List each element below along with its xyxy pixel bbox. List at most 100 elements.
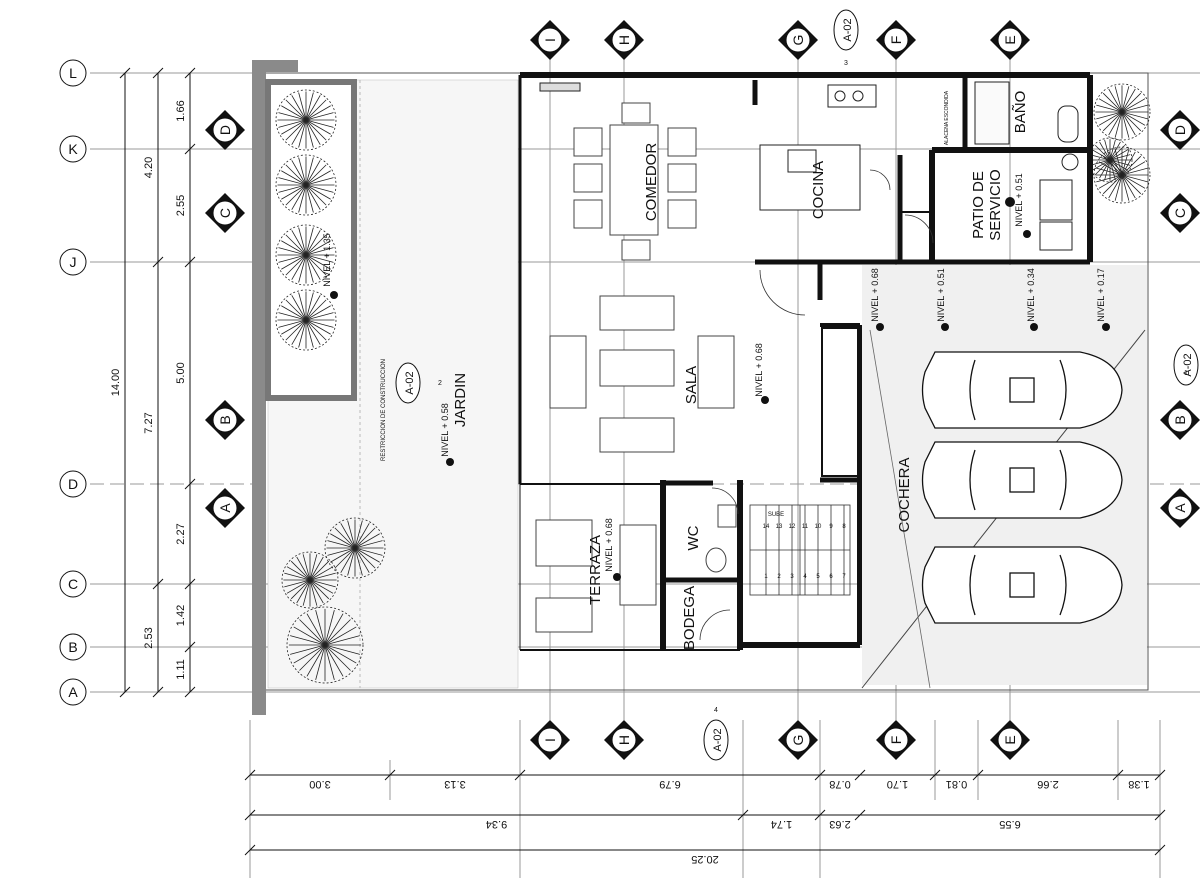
section-marker-left-c-label: C bbox=[217, 208, 233, 218]
section-tag-bottom bbox=[703, 719, 729, 761]
dim-cols-1-label: 1.38 bbox=[1128, 778, 1149, 790]
row-bubble-label: D bbox=[68, 476, 78, 492]
dim-cols-1-label: 2.66 bbox=[1037, 778, 1058, 790]
dim-cols-2-label: 1.74 bbox=[771, 818, 792, 830]
column-marker-top-i-label: I bbox=[542, 38, 558, 42]
section-tag-right bbox=[1173, 344, 1199, 386]
dim-cols-1-label: 6.79 bbox=[659, 778, 680, 790]
row-bubble-a bbox=[59, 678, 87, 706]
row-bubble-d bbox=[59, 470, 87, 498]
section-tag-garden bbox=[395, 362, 421, 404]
column-marker-top-h-label: H bbox=[616, 35, 632, 45]
row-bubble-label: J bbox=[70, 254, 77, 270]
stair-number: 12 bbox=[789, 524, 796, 530]
shower-icon bbox=[974, 81, 1010, 145]
column-marker-top-g-label: G bbox=[790, 35, 806, 46]
section-marker-left-a-label: A bbox=[217, 503, 233, 513]
stair-number: 14 bbox=[763, 524, 770, 530]
dim-cols-2-label: 6.55 bbox=[999, 818, 1020, 830]
stair-number: 8 bbox=[842, 524, 846, 530]
kitchen-fixtures bbox=[539, 81, 1079, 251]
dim-rows-inner-label: 2.55 bbox=[175, 195, 187, 216]
sofa bbox=[599, 417, 675, 453]
toilet-icon bbox=[1057, 105, 1079, 143]
property-wall-left bbox=[252, 60, 266, 715]
dim-rows-inner-label: 1.42 bbox=[175, 605, 187, 626]
dim-rows-inner-label: 5.00 bbox=[175, 362, 187, 383]
terrace-sofa bbox=[535, 519, 593, 567]
stair-number: 5 bbox=[816, 574, 820, 580]
label-restriccion: RESTRICCION DE CONSTRUCCION bbox=[381, 359, 387, 461]
doors bbox=[699, 169, 934, 641]
section-marker-left-d-label: D bbox=[217, 125, 233, 135]
label-sala: SALA bbox=[683, 366, 700, 404]
row-bubble-label: K bbox=[68, 141, 78, 157]
stair-number: 9 bbox=[829, 524, 833, 530]
row-bubble-label: L bbox=[69, 65, 77, 81]
car-icon bbox=[921, 441, 1123, 519]
sofa bbox=[549, 335, 587, 409]
level-garage-3: NIVEL + 0.34 bbox=[1026, 268, 1036, 321]
section-tags: A-02 3 A-02 1 A-02 4 A-02 2 bbox=[395, 9, 1199, 761]
svg-text:2: 2 bbox=[438, 380, 442, 387]
row-bubble-b bbox=[59, 633, 87, 661]
label-cochera: COCHERA bbox=[896, 457, 913, 532]
svg-text:3: 3 bbox=[844, 60, 848, 67]
stair-number: 10 bbox=[815, 524, 822, 530]
dim-cols-1-label: 1.70 bbox=[887, 778, 908, 790]
section-marker-left-b-label: B bbox=[217, 415, 233, 424]
dim-cols-3-label: 20.25 bbox=[691, 853, 719, 865]
section-marker-right-c-label: C bbox=[1172, 208, 1188, 218]
section-marker-right-b-label: B bbox=[1172, 415, 1188, 424]
section-tag-top bbox=[833, 9, 859, 51]
column-marker-bottom-g-label: G bbox=[790, 735, 806, 746]
planter-box bbox=[265, 79, 357, 401]
dim-rows-mid-label: 4.20 bbox=[143, 157, 155, 178]
column-marker-top-e-label: E bbox=[1002, 35, 1018, 44]
svg-text:A-02: A-02 bbox=[712, 728, 724, 751]
dim-cols-1-label: 3.00 bbox=[309, 778, 330, 790]
label-terraza: TERRAZA bbox=[587, 535, 604, 605]
garage-planter bbox=[821, 327, 859, 477]
row-bubble-c bbox=[59, 570, 87, 598]
stair-number: 4 bbox=[803, 574, 807, 580]
level-terraza: NIVEL + 0.68 bbox=[604, 518, 614, 571]
stair-number: 6 bbox=[829, 574, 833, 580]
cars bbox=[921, 351, 1123, 624]
sofa bbox=[697, 335, 735, 409]
svg-text:A-02: A-02 bbox=[404, 371, 416, 394]
car-icon bbox=[921, 546, 1123, 624]
dim-rows-inner-label: 1.66 bbox=[175, 100, 187, 121]
dim-cols-1-label: 3.13 bbox=[444, 778, 465, 790]
car-icon bbox=[921, 351, 1123, 429]
stair-number: 1 bbox=[764, 574, 768, 580]
property-wall-top bbox=[252, 60, 298, 72]
dryer-icon bbox=[1039, 221, 1073, 251]
dim-rows-inner-label: 2.27 bbox=[175, 523, 187, 544]
level-planter: NIVEL + 1.35 bbox=[322, 233, 332, 286]
label-bodega: BODEGA bbox=[681, 586, 698, 650]
row-bubble-label: A bbox=[68, 684, 78, 700]
label-comedor: COMEDOR bbox=[643, 143, 660, 222]
furniture bbox=[535, 102, 737, 633]
level-garage-1: NIVEL + 0.68 bbox=[870, 268, 880, 321]
level-garage-2: NIVEL + 0.51 bbox=[936, 268, 946, 321]
row-bubble-k bbox=[59, 135, 87, 163]
column-marker-top-f-label: F bbox=[888, 36, 904, 45]
stair-number: 11 bbox=[802, 524, 809, 530]
dim-rows-mid-label: 7.27 bbox=[143, 412, 155, 433]
label-bano: BAÑO bbox=[1012, 91, 1029, 134]
stair-number: 7 bbox=[842, 574, 846, 580]
label-alacena: ALACENA ESCONDIDA bbox=[944, 90, 950, 145]
row-bubble-label: B bbox=[68, 639, 77, 655]
level-jardin: NIVEL + 0.58 bbox=[440, 403, 450, 456]
dim-rows-mid-label: 2.53 bbox=[143, 627, 155, 648]
label-patio-1: PATIO DE bbox=[970, 171, 987, 239]
terrace-sofa bbox=[535, 597, 593, 633]
dimension-lines: 14.004.207.272.531.662.555.002.271.421.1… bbox=[110, 67, 1166, 865]
column-marker-bottom-h-label: H bbox=[616, 735, 632, 745]
svg-text:4: 4 bbox=[714, 707, 718, 714]
wc-sink bbox=[717, 504, 737, 528]
